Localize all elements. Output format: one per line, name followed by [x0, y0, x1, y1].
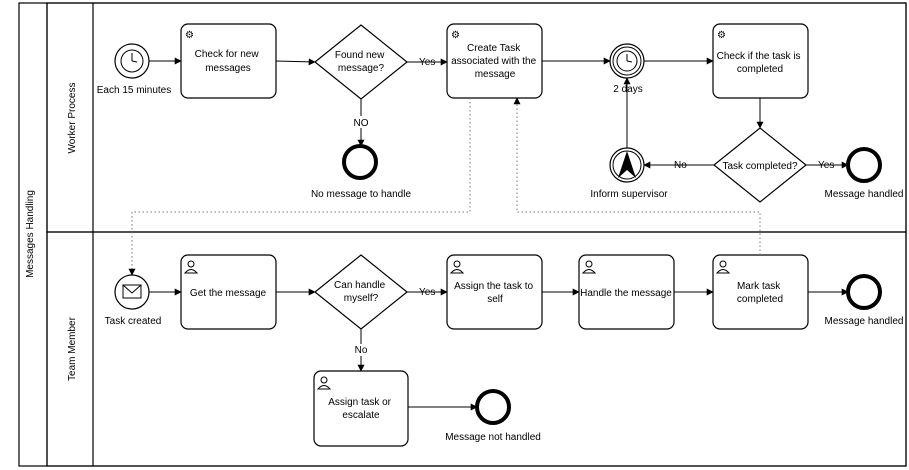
start-message-event[interactable]: Task created — [105, 274, 162, 327]
task-assign-self-line2: self — [487, 294, 503, 305]
end-event-worker-handled[interactable]: Message handled — [825, 147, 904, 200]
task-check-messages[interactable]: ⚙ Check for new messages — [180, 23, 277, 99]
team-flows: Yes No — [149, 287, 849, 411]
task-check-completed-line1: Check if the task is — [717, 51, 801, 62]
task-escalate[interactable]: Assign task or escalate — [313, 370, 409, 447]
svg-text:Check for new messages: Check for new messages — [195, 49, 262, 74]
lane-team: Team Member — [46, 231, 907, 467]
gateway-task-completed[interactable]: Task completed? — [713, 127, 807, 203]
gateway-completed-label: Task completed? — [722, 161, 797, 172]
gateway-can-handle-line2: myself? — [344, 293, 379, 304]
flow-no-label: NO — [354, 118, 369, 129]
user-icon — [715, 260, 731, 274]
svg-text:Create Task associated w: Create Task associated with the message — [451, 43, 539, 80]
flow-completed-yes-label: Yes — [818, 160, 834, 171]
task-mark-line1: Mark task — [737, 281, 781, 292]
escalation-event[interactable]: Inform supervisor — [590, 147, 668, 200]
flow-yes-label: Yes — [419, 57, 435, 68]
clock-icon — [616, 50, 638, 72]
svg-text:Assign task or escalate: Assign task or escalate — [328, 397, 394, 421]
end-event-team-handled[interactable]: Message handled — [825, 274, 904, 327]
svg-text:Check if the task is com: Check if the task is completed — [717, 51, 804, 75]
task-check-messages-line2: messages — [205, 63, 251, 74]
boundary-timer-label: 2 days — [613, 84, 642, 95]
task-create-line2: associated with the — [451, 56, 536, 67]
task-create[interactable]: ⚙ Create Task associated with the messag… — [446, 23, 543, 99]
gateway-found-message[interactable]: Found new message? — [314, 24, 408, 100]
svg-text:Can handle myself?: Can handle myself? — [334, 280, 388, 304]
team-flow-yes-label: Yes — [419, 287, 435, 298]
gear-icon: ⚙ — [451, 30, 460, 41]
user-icon — [449, 260, 465, 274]
task-escalate-line2: escalate — [342, 410, 380, 421]
task-get-message[interactable]: Get the message — [180, 254, 277, 330]
gateway-can-handle[interactable]: Can handle myself? — [314, 254, 408, 330]
task-handle-message[interactable]: Handle the message — [578, 254, 675, 330]
start-message-label: Task created — [105, 316, 162, 327]
end-team-handled-label: Message handled — [825, 316, 904, 327]
task-check-messages-line1: Check for new — [195, 49, 260, 60]
escalation-label: Inform supervisor — [590, 189, 668, 200]
lane-worker-label: Worker Process — [67, 83, 78, 154]
task-mark-completed[interactable]: Mark task completed — [712, 254, 809, 330]
gateway-found-line1: Found new — [335, 50, 385, 61]
pool-label: Messages Handling — [25, 190, 36, 278]
intermediate-timer-event[interactable]: 2 days — [609, 43, 645, 95]
task-assign-self[interactable]: Assign the task to self — [446, 254, 543, 330]
envelope-icon — [122, 284, 142, 299]
task-assign-self-line1: Assign the task to — [454, 281, 533, 292]
task-create-line3: message — [475, 69, 516, 80]
end-event-no-message[interactable]: No message to handle — [311, 144, 412, 200]
gear-icon: ⚙ — [717, 30, 726, 41]
gateway-can-handle-line1: Can handle — [334, 280, 386, 291]
flow-completed-no-label: No — [674, 160, 687, 171]
clock-icon — [120, 49, 144, 73]
user-icon — [183, 260, 199, 274]
escalation-icon — [618, 151, 636, 178]
user-icon — [581, 260, 597, 274]
end-not-handled-label: Message not handled — [445, 432, 541, 443]
svg-text:Assign the task to self: Assign the task to self — [454, 281, 536, 305]
gear-icon: ⚙ — [185, 30, 194, 41]
task-handle-label: Handle the message — [580, 288, 672, 299]
user-icon — [316, 376, 332, 390]
end-event-not-handled[interactable]: Message not handled — [445, 389, 541, 443]
end-no-message-label: No message to handle — [311, 189, 412, 200]
gateway-found-line2: message? — [338, 63, 385, 74]
task-create-line1: Create Task — [467, 43, 521, 54]
start-timer-event[interactable]: Each 15 minutes — [97, 43, 172, 96]
message-flows — [128, 97, 761, 276]
task-check-completed[interactable]: ⚙ Check if the task is completed — [712, 23, 809, 99]
team-flow-no-label: No — [355, 345, 368, 356]
task-mark-line2: completed — [737, 294, 783, 305]
end-worker-handled-label: Message handled — [825, 189, 904, 200]
task-escalate-line1: Assign task or — [328, 397, 391, 408]
task-check-completed-line2: completed — [737, 64, 783, 75]
svg-text:Found new message?: Found new message? — [335, 50, 387, 74]
worker-flows: Yes NO Yes No — [149, 57, 849, 171]
lane-team-label: Team Member — [67, 316, 78, 381]
task-get-label: Get the message — [190, 288, 267, 299]
start-timer-label: Each 15 minutes — [97, 85, 172, 96]
svg-text:Mark task completed: Mark task completed — [737, 281, 783, 305]
